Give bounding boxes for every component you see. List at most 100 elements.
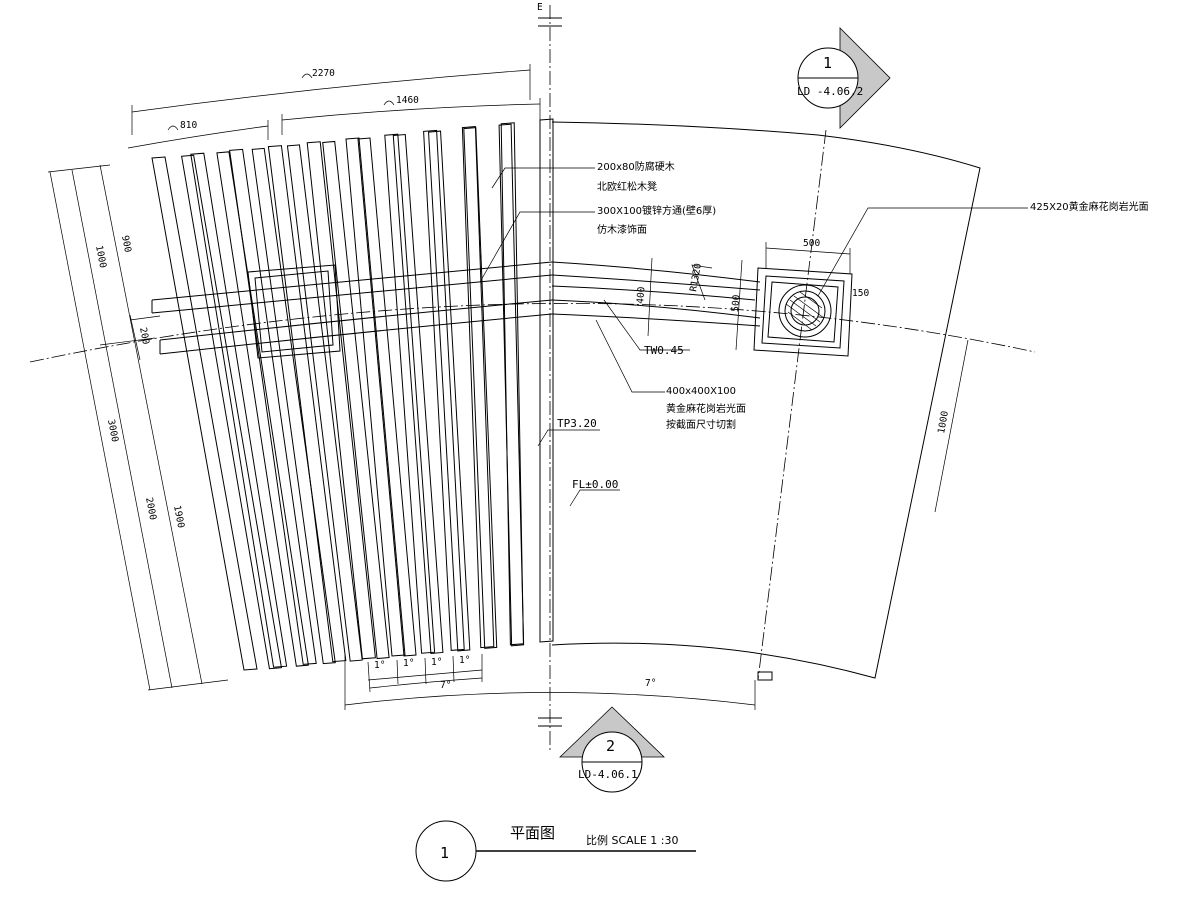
title-scale: 比例 SCALE 1 :30	[586, 833, 678, 847]
bracket-inner	[254, 270, 334, 353]
dim-150: 150	[852, 288, 869, 299]
timber-slat	[461, 126, 495, 649]
dim-angles-small	[367, 669, 483, 681]
dim-7-large-line	[344, 692, 756, 706]
leader-tp	[537, 429, 600, 447]
leader-granite-top	[817, 207, 1028, 297]
timber-slat	[428, 130, 471, 652]
dim-3000: 3000	[105, 418, 120, 443]
dim-400-line	[647, 257, 653, 337]
centerline: E	[537, 2, 562, 750]
beam-right	[551, 261, 761, 283]
brackets	[247, 264, 341, 359]
dim-900-left: 1000	[93, 244, 108, 269]
dimensions-bottom: 1° 1° 1° 1° 7° 7°	[344, 654, 756, 710]
column-inner	[767, 281, 839, 343]
timber-slat	[498, 123, 525, 647]
leader-timber	[491, 167, 595, 189]
title-name: 平面图	[510, 824, 555, 842]
angle-7-small: 7°	[440, 680, 451, 691]
timber-slat	[357, 137, 417, 657]
dim-1460: 1460	[396, 95, 419, 106]
arc-symbol	[167, 125, 179, 131]
beam-edge	[159, 299, 553, 341]
timber-slat	[267, 145, 347, 663]
angle-1b: 1°	[403, 658, 414, 669]
dimensions-top: 2270 1460 810	[127, 64, 541, 149]
section-cut-end	[757, 671, 773, 681]
timber-slat	[345, 137, 406, 657]
title-number: 1	[440, 844, 449, 862]
leader-tw	[603, 299, 690, 351]
title-block: 1 平面图 比例 SCALE 1 :30	[415, 820, 696, 882]
dim-line-1900	[99, 164, 203, 685]
dim-arc-2270	[131, 69, 531, 113]
leader-fl	[569, 489, 620, 507]
label-tp: TP3.20	[557, 417, 597, 430]
timber-slat	[384, 133, 436, 654]
angle-1a: 1°	[374, 660, 385, 671]
label-timber: 200x80防腐硬木	[597, 160, 675, 173]
beam-right	[551, 299, 761, 319]
section-cut-line	[757, 129, 827, 681]
section-marker-bottom: 2 LD-4.06.1	[559, 706, 665, 793]
label-steel-sub: 仿木漆饰面	[597, 223, 647, 236]
dim-7-small-line	[369, 677, 483, 689]
angle-1d: 1°	[459, 655, 470, 666]
dim-ext	[129, 315, 161, 321]
dim-line-3000	[49, 171, 151, 691]
dim-500-top-line	[765, 247, 851, 255]
timber-slat	[181, 154, 283, 670]
dim-ext	[47, 164, 111, 173]
leader-steel	[479, 211, 595, 283]
label-granite-block: 400x400X100	[666, 386, 736, 397]
label-granite-block-sub2: 按截面尺寸切割	[666, 418, 736, 431]
dim-200: 200	[137, 326, 151, 345]
dim-400: 400	[635, 286, 647, 304]
dim-500-side-line	[735, 259, 743, 351]
arc-centerline	[29, 302, 1036, 363]
dim-2000: 2000	[143, 496, 158, 521]
section-bottom-number: 2	[606, 737, 615, 755]
beam-right	[551, 274, 761, 291]
timber-slat	[539, 118, 554, 643]
timber-slat	[286, 144, 363, 662]
dim-arc-810	[127, 125, 269, 149]
timber-slat	[500, 122, 524, 646]
dim-ext	[424, 657, 427, 685]
label-granite-block-sub1: 黄金麻花岗岩光面	[666, 402, 746, 415]
steel-beams	[151, 261, 761, 355]
disc-hatch	[785, 291, 825, 331]
timber-slat	[190, 152, 288, 668]
leaders	[479, 167, 1028, 507]
annotations: 200x80防腐硬木 北欧红松木凳 300X100镀锌方通(壁6厚) 仿木漆饰面…	[557, 160, 1149, 491]
leader-granite-block	[595, 319, 665, 393]
timber-slat	[392, 134, 444, 654]
column-mid	[761, 275, 845, 349]
arc-symbol	[383, 100, 395, 106]
dim-ext	[147, 679, 229, 691]
timber-slat	[251, 147, 336, 665]
beam-edge	[151, 274, 553, 314]
angle-7-large: 7°	[645, 678, 656, 689]
label-granite-top: 425X20黄金麻花岗岩光面	[1030, 200, 1149, 213]
dim-ext	[99, 337, 156, 346]
timber-slat	[322, 140, 390, 660]
arc-symbol	[301, 73, 313, 79]
dim-810: 810	[180, 120, 197, 131]
timber-slat	[216, 151, 309, 667]
dim-ext	[396, 659, 399, 685]
dim-500-side: 500	[730, 294, 742, 312]
section-top-ref: LD -4.06.2	[797, 85, 863, 98]
label-steel: 300X100镀锌方通(壁6厚)	[597, 204, 716, 217]
timber-slat	[306, 141, 376, 660]
dim-2270: 2270	[312, 68, 335, 79]
label-tw: TW0.45	[644, 344, 684, 357]
timber-slat	[463, 127, 498, 649]
timber-slat	[423, 129, 465, 651]
column-outer	[753, 267, 853, 357]
dimensions-left: 1000 900 200 3000 2000 1900	[47, 164, 229, 691]
beam-edge	[159, 313, 553, 355]
granite-column	[753, 267, 853, 357]
timber-slats	[151, 118, 554, 671]
